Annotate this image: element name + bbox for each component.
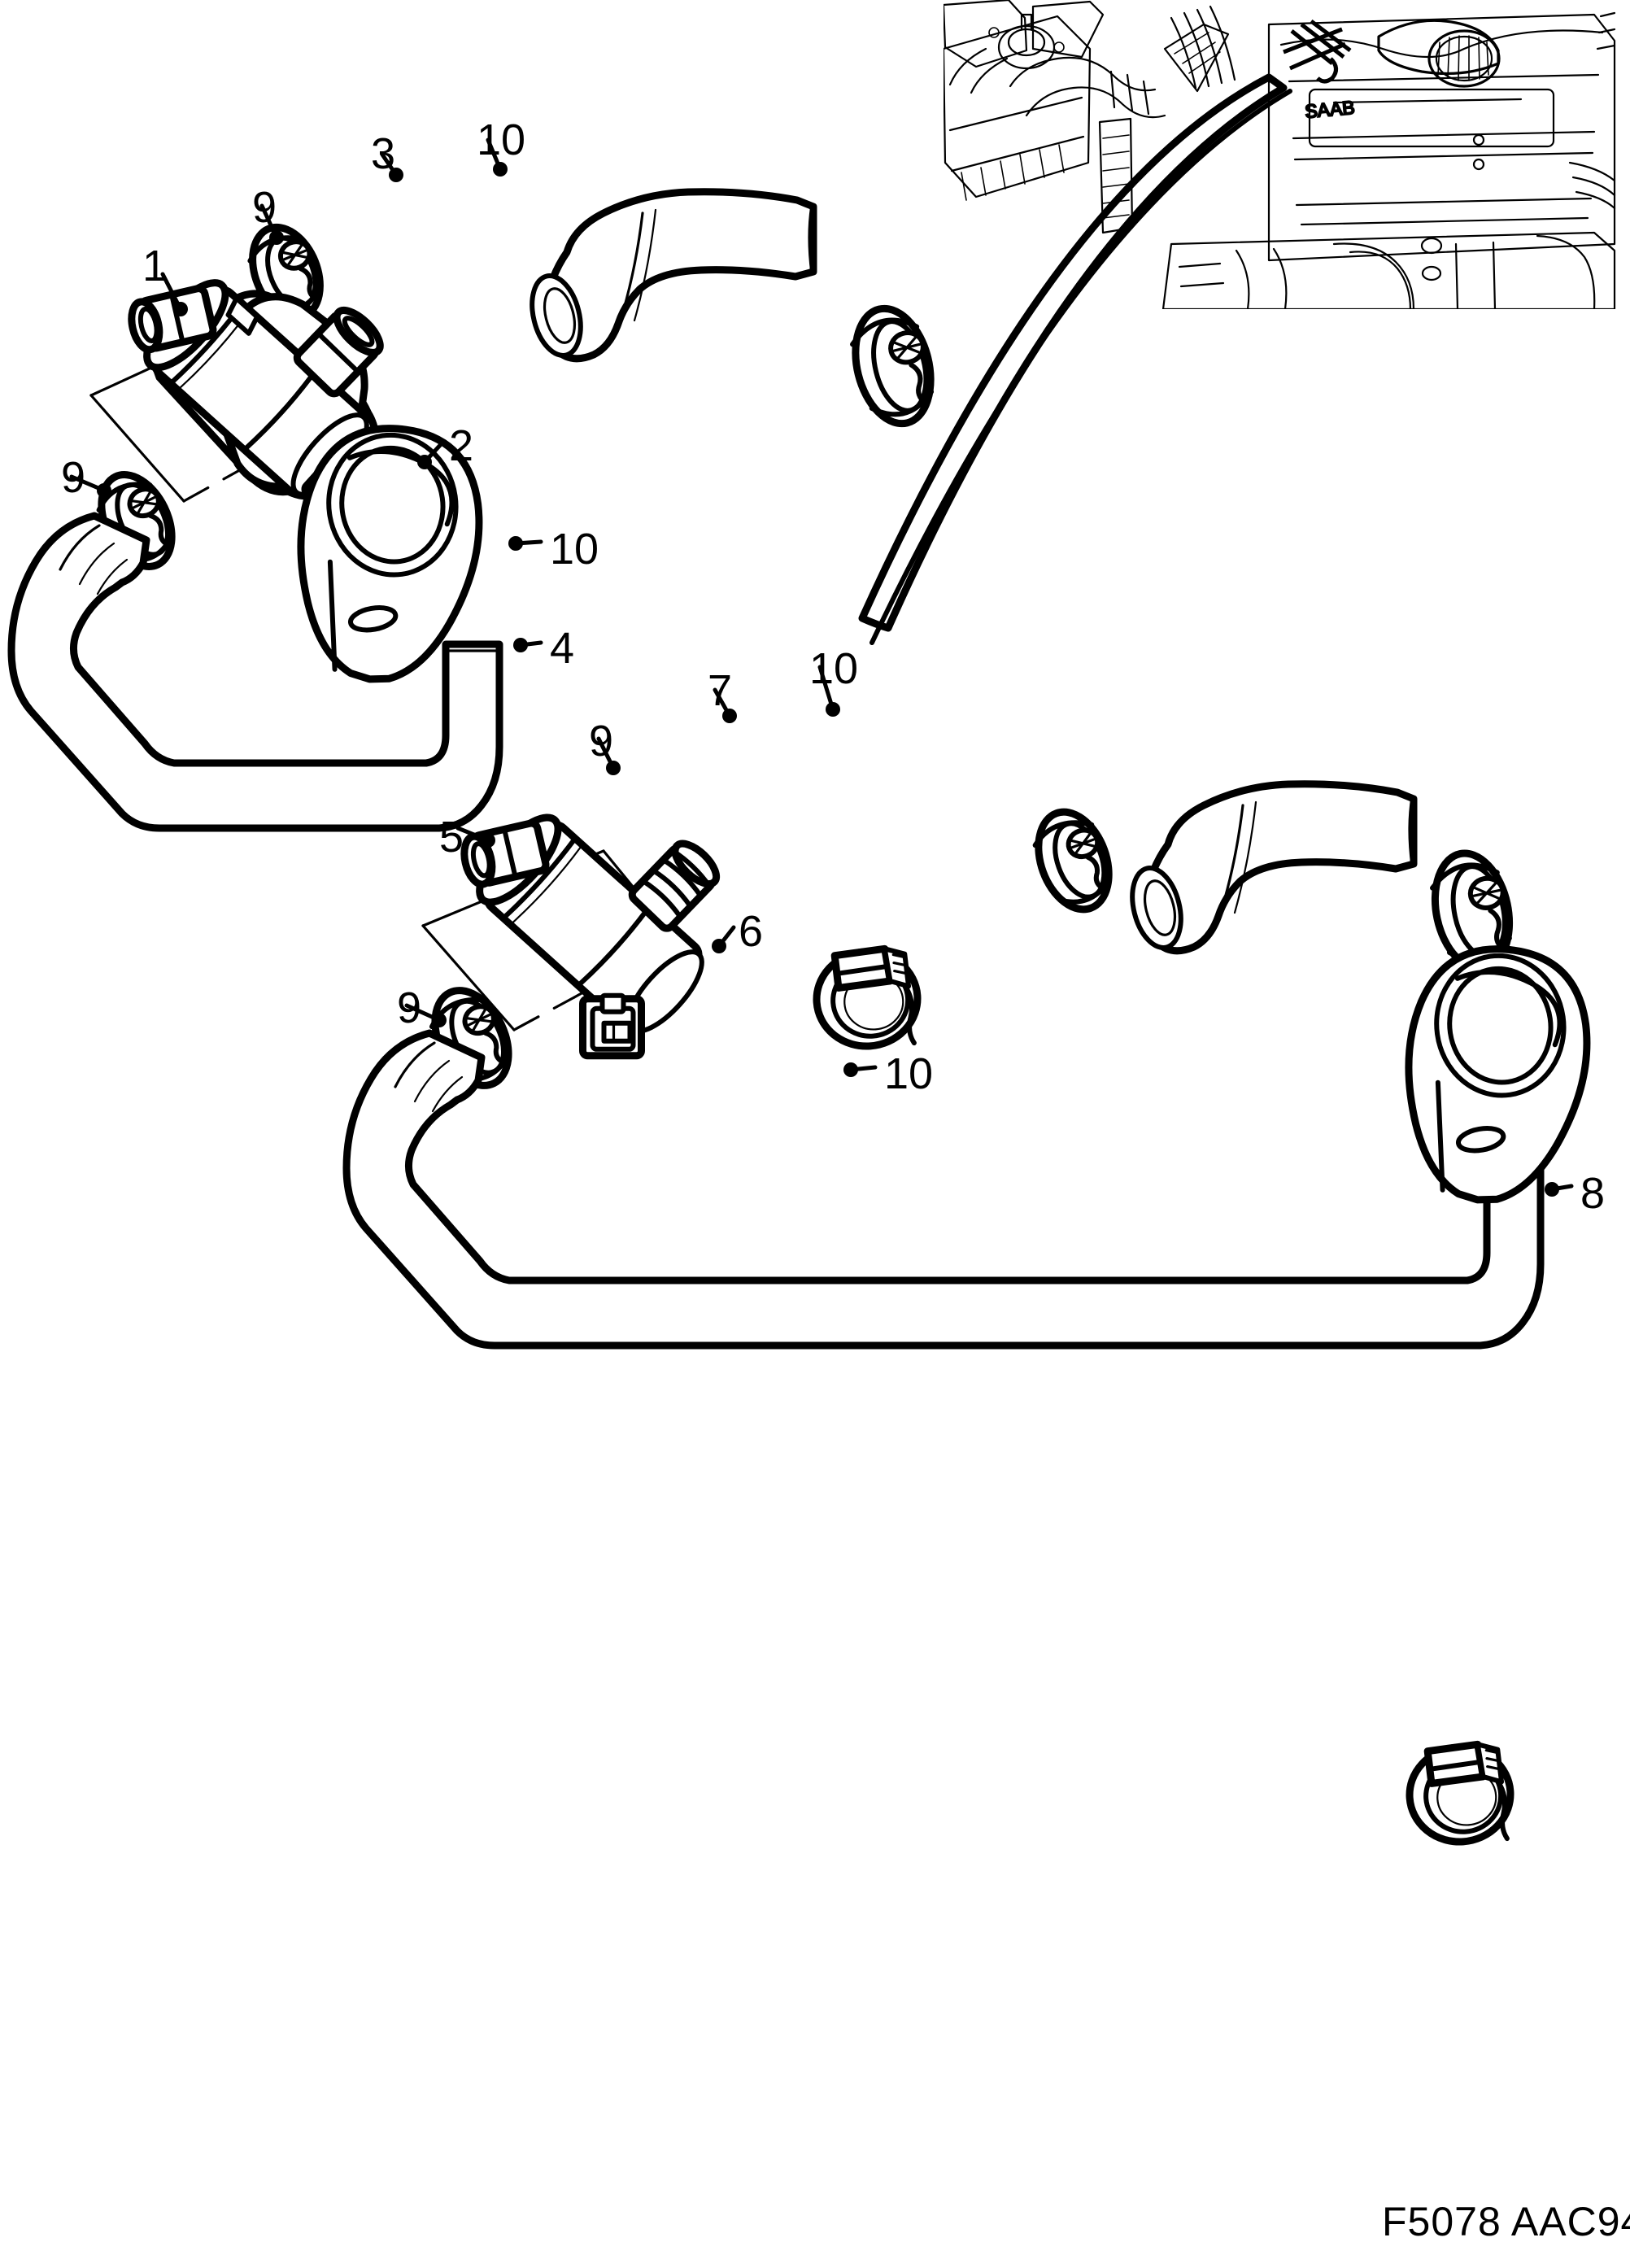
callout-number-4: 4 xyxy=(550,624,575,673)
callout-number-10: 10 xyxy=(477,116,526,164)
svg-text:SAAB: SAAB xyxy=(1304,97,1355,122)
idle-air-control-valve-lower xyxy=(421,813,721,1060)
worm-clamp-lower-2 xyxy=(1406,1740,1515,1846)
coolant-hose-upper xyxy=(7,512,503,832)
leader-dot-1 xyxy=(173,302,188,316)
callout-leader-lines xyxy=(69,137,1574,1197)
leader-dot-9 xyxy=(269,230,284,245)
worm-clamp-lower-1 xyxy=(1430,849,1514,973)
callout-number-3: 3 xyxy=(371,129,396,178)
elbow-hose-lower xyxy=(1130,780,1418,955)
callout-number-9: 9 xyxy=(252,183,277,232)
leader-dot-9 xyxy=(606,761,621,775)
callout-number-6: 6 xyxy=(739,907,764,956)
leader-dot-8 xyxy=(1545,1182,1559,1197)
elbow-hose-upper xyxy=(530,188,817,363)
callout-number-9: 9 xyxy=(397,984,422,1032)
leader-line-10 xyxy=(817,665,835,712)
spring-clamp-lower-2 xyxy=(429,987,512,1089)
inset-pointer-curve xyxy=(858,73,1292,645)
worm-clamp-upper-2 xyxy=(813,944,922,1050)
callout-number-2: 2 xyxy=(449,421,474,470)
callout-number-10: 10 xyxy=(809,644,859,693)
worm-clamp-upper-1 xyxy=(850,304,935,428)
leader-dot-5 xyxy=(481,833,495,848)
callout-number-10: 10 xyxy=(884,1049,934,1098)
callout-number-5: 5 xyxy=(439,813,464,861)
rubber-connector-lower xyxy=(1405,945,1591,1204)
callout-number-7: 7 xyxy=(708,666,733,715)
callout-number-8: 8 xyxy=(1580,1169,1606,1218)
callout-number-10: 10 xyxy=(550,525,599,574)
callout-number-9: 9 xyxy=(61,453,86,502)
leader-dot-3 xyxy=(389,168,403,182)
rubber-connector-upper xyxy=(297,425,483,683)
leader-dot-6 xyxy=(712,939,726,953)
leader-dot-10 xyxy=(826,702,840,717)
leader-dot-10 xyxy=(508,536,523,551)
leader-dot-7 xyxy=(722,709,737,723)
leader-dot-2 xyxy=(417,455,432,469)
figure-code: F5078 AAC94 xyxy=(1382,2199,1630,2244)
leader-dot-10 xyxy=(843,1062,858,1077)
coolant-hose-lower xyxy=(342,1029,1545,1350)
leader-dot-9 xyxy=(432,1013,447,1027)
leader-dot-9 xyxy=(97,483,111,498)
spring-clamp-lower-1 xyxy=(1032,808,1113,914)
leader-dot-10 xyxy=(493,162,508,177)
callout-number-1: 1 xyxy=(142,242,168,290)
leader-dot-4 xyxy=(513,638,528,652)
engine-bay-inset: SAAB xyxy=(944,0,1630,309)
callout-number-9: 9 xyxy=(589,717,614,765)
